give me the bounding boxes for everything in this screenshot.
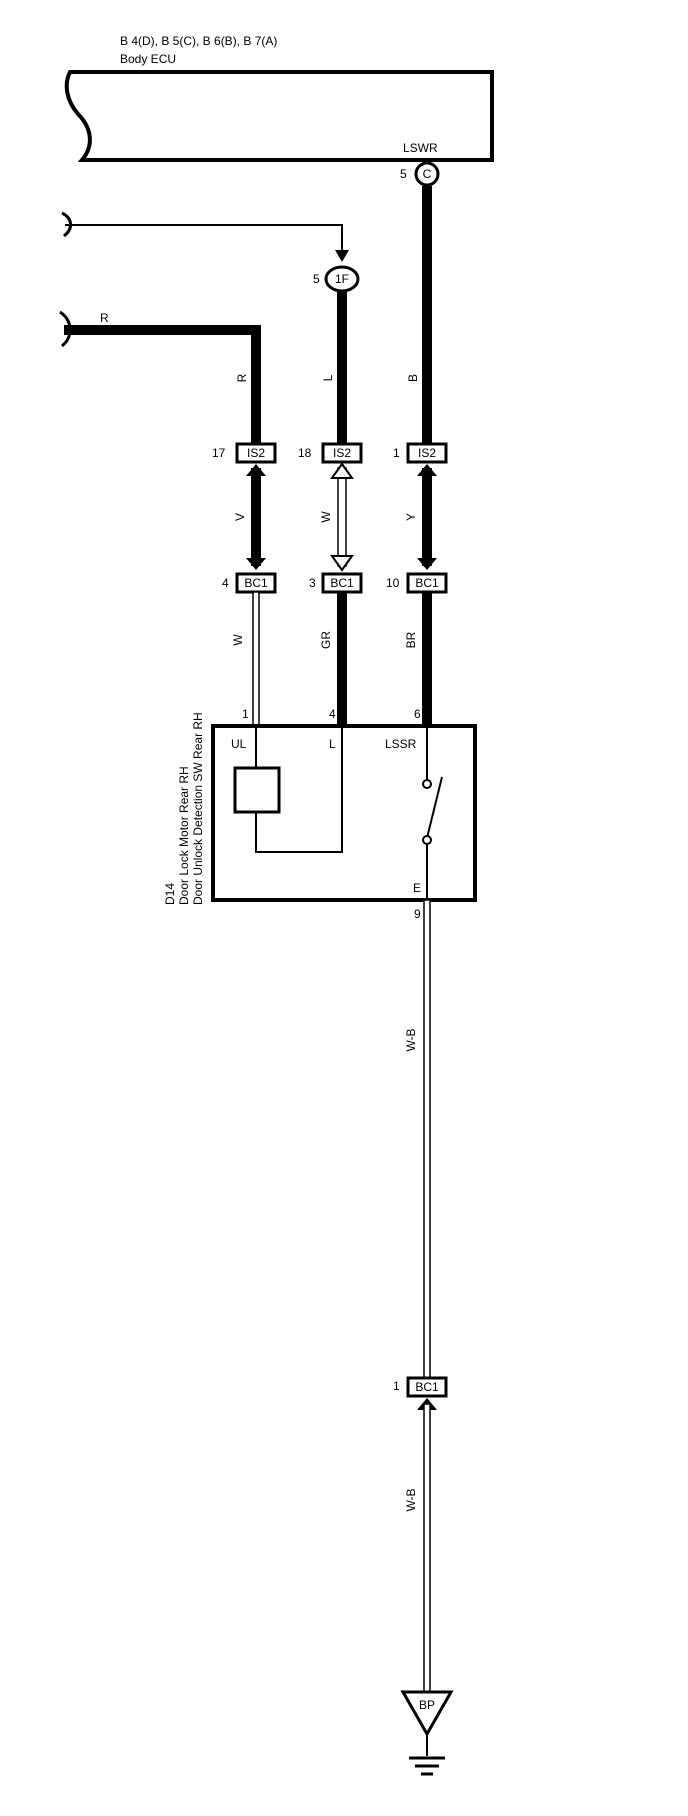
is2-left-label: IS2	[247, 446, 265, 460]
wire-w-lower	[252, 591, 260, 727]
component-id: D14	[163, 883, 177, 905]
wire-wb-upper	[423, 899, 431, 1383]
wire-r-label: R	[100, 311, 109, 325]
body-ecu-box	[64, 70, 494, 162]
bc1-middle-label: BC1	[330, 576, 354, 590]
wire-w-mid	[330, 462, 354, 572]
bc1-left-pin: 4	[222, 576, 229, 590]
bc1-bottom-pin: 1	[393, 1379, 400, 1393]
wire-color-w-lower: W	[231, 634, 245, 646]
bc1-middle-pin: 3	[309, 576, 316, 590]
is2-right-pin: 1	[393, 446, 400, 460]
wire-color-l: L	[321, 374, 335, 381]
bc1-left-label: BC1	[244, 576, 268, 590]
wire-v-mid	[246, 464, 266, 570]
wire-y-mid	[417, 464, 437, 570]
is2-left-connector	[235, 442, 277, 464]
junction-1f-pin: 5	[313, 272, 320, 286]
unlock-detection-switch	[422, 726, 443, 900]
terminal-l: L	[329, 737, 336, 751]
bc1-right-pin: 10	[386, 576, 400, 590]
wire-wb-lower	[417, 1398, 437, 1693]
is2-right-label: IS2	[418, 446, 436, 460]
wire-color-y: Y	[404, 513, 418, 521]
ecu-pin-connector-label: C	[423, 167, 432, 181]
wire-color-wb-2: W-B	[404, 1488, 418, 1511]
is2-middle-connector	[321, 442, 363, 464]
is2-middle-pin: 18	[298, 446, 312, 460]
component-pin-e: 9	[414, 907, 421, 921]
terminal-ul: UL	[231, 737, 247, 751]
motor-symbol	[233, 726, 343, 853]
is2-middle-label: IS2	[333, 446, 351, 460]
wire-1f-feed	[61, 211, 349, 262]
junction-1f-connector	[324, 265, 360, 293]
wire-color-r: R	[235, 373, 249, 382]
ecu-connector-list: B 4(D), B 5(C), B 6(B), B 7(A)	[120, 34, 277, 48]
bc1-bottom-connector	[406, 1376, 448, 1398]
wire-color-br: BR	[404, 631, 418, 648]
ground-label: BP	[419, 1698, 435, 1712]
ecu-terminal-lswr: LSWR	[403, 141, 438, 155]
ecu-pin-number: 5	[400, 167, 407, 181]
terminal-lssr: LSSR	[385, 737, 417, 751]
component-pin-l: 4	[329, 707, 336, 721]
is2-left-pin: 17	[212, 446, 226, 460]
wire-color-gr: GR	[319, 631, 333, 649]
bc1-bottom-label: BC1	[415, 1380, 439, 1394]
bc1-right-label: BC1	[415, 576, 439, 590]
terminal-e: E	[413, 881, 421, 895]
wire-color-v: V	[233, 513, 247, 521]
wire-r-feed	[59, 310, 261, 448]
junction-1f-label: 1F	[335, 272, 349, 286]
component-name-2: Door Unlock Detection SW Rear RH	[191, 712, 205, 905]
wire-color-b: B	[406, 374, 420, 382]
wire-color-wb-1: W-B	[404, 1028, 418, 1051]
wire-color-w: W	[319, 511, 333, 523]
component-name-1: Door Lock Motor Rear RH	[177, 766, 191, 905]
is2-right-connector	[406, 442, 448, 464]
component-pin-lssr: 6	[414, 707, 421, 721]
ecu-pin-c-connector	[414, 161, 440, 187]
component-pin-ul: 1	[242, 707, 249, 721]
ground-bp-symbol	[400, 1690, 454, 1776]
ecu-name: Body ECU	[120, 52, 176, 66]
